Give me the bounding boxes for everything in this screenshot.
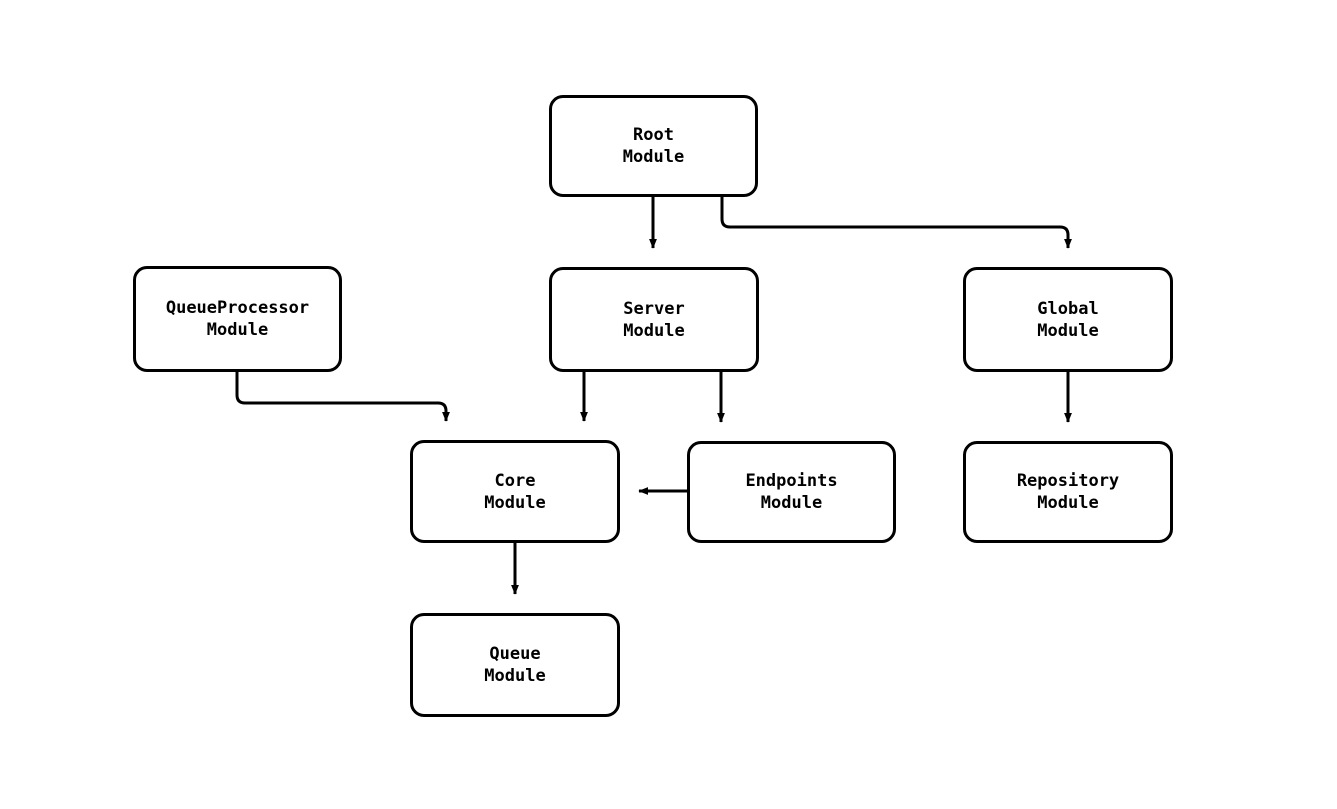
node-queue-module[interactable]: Queue Module — [410, 613, 620, 717]
node-server-module-label-line1: Server — [623, 298, 685, 319]
node-server-module-label-line2: Module — [623, 320, 685, 341]
node-core-module-label-line1: Core — [494, 470, 536, 491]
node-queue-module-label-line1: Queue — [489, 644, 541, 664]
node-queueprocessor-module-label-line2: Module — [206, 320, 269, 340]
node-root-module[interactable]: Root Module — [549, 95, 758, 197]
node-queueprocessor-module[interactable]: QueueProcessor Module — [133, 266, 342, 372]
node-repository-module[interactable]: Repository Module — [963, 441, 1173, 543]
node-repository-module-label-line2: Module — [1037, 493, 1099, 513]
node-endpoints-module[interactable]: Endpoints Module — [687, 441, 896, 543]
node-global-module-label-line2: Module — [1037, 320, 1099, 341]
node-global-module[interactable]: Global Module — [963, 267, 1173, 372]
node-core-module-label-line2: Module — [484, 492, 546, 513]
node-endpoints-module-label-line1: Endpoints — [745, 471, 838, 491]
node-endpoints-module-label-line2: Module — [760, 493, 823, 513]
node-root-module-label-line1: Root — [633, 125, 674, 145]
node-core-module[interactable]: Core Module — [410, 440, 620, 543]
edge-queueprocessor-to-core — [235, 372, 450, 422]
edge-root-to-global — [720, 197, 1072, 249]
node-queueprocessor-module-label-line1: QueueProcessor — [165, 298, 310, 318]
node-global-module-label-line1: Global — [1037, 298, 1099, 319]
node-root-module-label-line2: Module — [622, 147, 685, 167]
node-server-module[interactable]: Server Module — [549, 267, 759, 372]
node-repository-module-label-line1: Repository — [1016, 471, 1120, 491]
node-queue-module-label-line2: Module — [484, 666, 546, 686]
